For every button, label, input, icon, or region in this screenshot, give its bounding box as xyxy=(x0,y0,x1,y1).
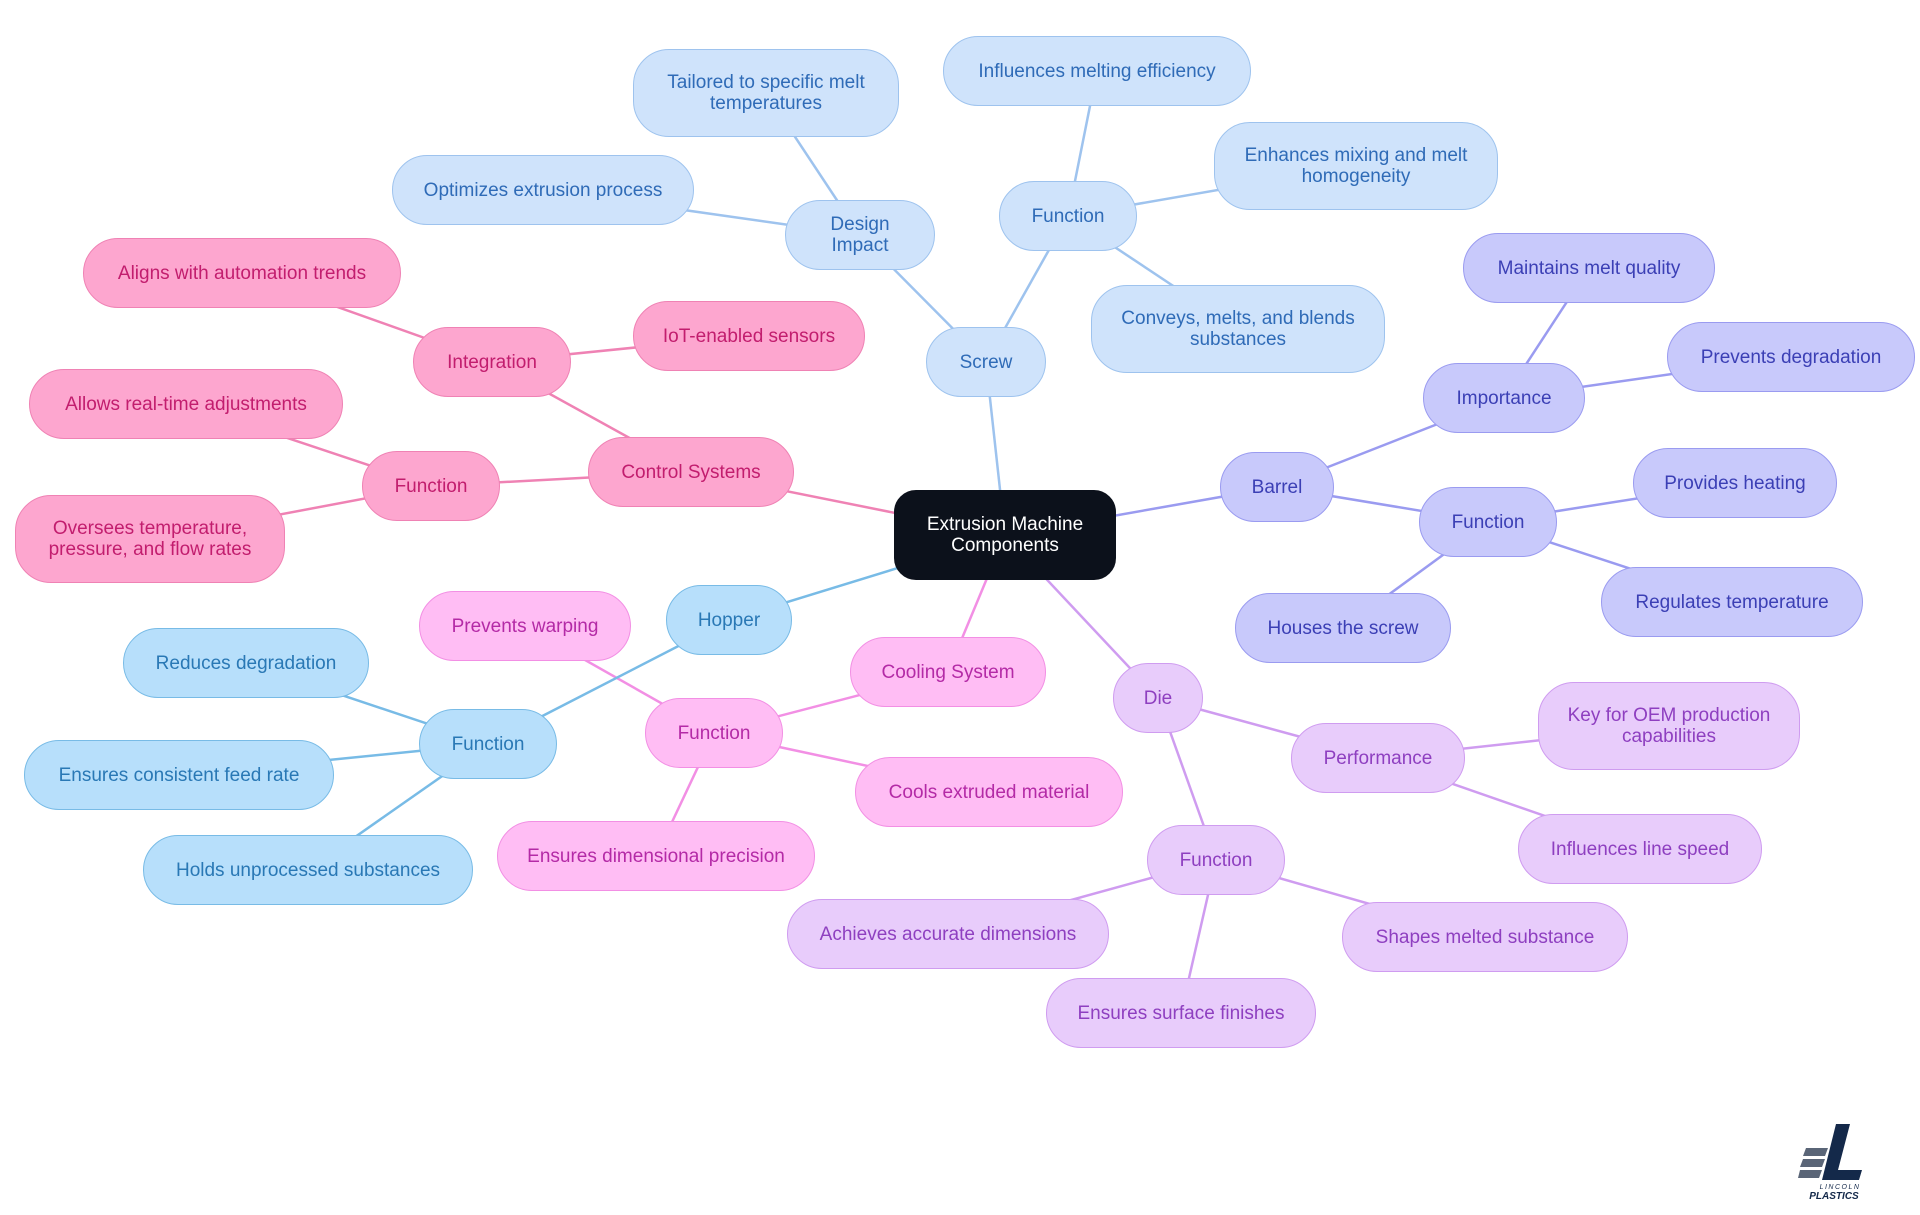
node-screw-optimizes: Optimizes extrusion process xyxy=(392,155,694,225)
node-hopper-reduces: Reduces degradation xyxy=(123,628,369,698)
logo-text-plastics: PLASTICS xyxy=(1809,1191,1859,1200)
node-screw-design: Design Impact xyxy=(785,200,935,270)
lincoln-plastics-logo: LINCOLN PLASTICS xyxy=(1798,1120,1874,1202)
node-control-function: Function xyxy=(362,451,500,521)
node-barrel-function: Function xyxy=(1419,487,1557,557)
node-screw-enhances: Enhances mixing and melt homogeneity xyxy=(1214,122,1498,210)
node-die-oem: Key for OEM production capabilities xyxy=(1538,682,1800,770)
node-hopper-feed: Ensures consistent feed rate xyxy=(24,740,334,810)
node-barrel-importance: Importance xyxy=(1423,363,1585,433)
node-barrel-houses: Houses the screw xyxy=(1235,593,1451,663)
node-control-oversees: Oversees temperature, pressure, and flow… xyxy=(15,495,285,583)
node-die: Die xyxy=(1113,663,1203,733)
node-control-integration: Integration xyxy=(413,327,571,397)
node-root: Extrusion Machine Components xyxy=(894,490,1116,580)
node-die-surface: Ensures surface finishes xyxy=(1046,978,1316,1048)
node-barrel-regulates: Regulates temperature xyxy=(1601,567,1863,637)
node-die-achieves: Achieves accurate dimensions xyxy=(787,899,1109,969)
node-die-function: Function xyxy=(1147,825,1285,895)
node-screw-influences: Influences melting efficiency xyxy=(943,36,1251,106)
node-control-realtime: Allows real-time adjustments xyxy=(29,369,343,439)
node-screw: Screw xyxy=(926,327,1046,397)
node-hopper: Hopper xyxy=(666,585,792,655)
node-cooling-precision: Ensures dimensional precision xyxy=(497,821,815,891)
node-die-performance: Performance xyxy=(1291,723,1465,793)
node-barrel: Barrel xyxy=(1220,452,1334,522)
node-control-iot: IoT-enabled sensors xyxy=(633,301,865,371)
node-barrel-prevents: Prevents degradation xyxy=(1667,322,1915,392)
node-barrel-heating: Provides heating xyxy=(1633,448,1837,518)
node-die-linespeed: Influences line speed xyxy=(1518,814,1762,884)
node-screw-tailored: Tailored to specific melt temperatures xyxy=(633,49,899,137)
logo-mark-icon: LINCOLN PLASTICS xyxy=(1798,1124,1862,1202)
node-screw-conveys: Conveys, melts, and blends substances xyxy=(1091,285,1385,373)
node-barrel-maintains: Maintains melt quality xyxy=(1463,233,1715,303)
logo-text-lincoln: LINCOLN xyxy=(1820,1184,1861,1191)
node-cooling: Cooling System xyxy=(850,637,1046,707)
node-cooling-function: Function xyxy=(645,698,783,768)
node-cooling-warping: Prevents warping xyxy=(419,591,631,661)
node-cooling-cools: Cools extruded material xyxy=(855,757,1123,827)
node-hopper-function: Function xyxy=(419,709,557,779)
node-hopper-holds: Holds unprocessed substances xyxy=(143,835,473,905)
node-die-shapes: Shapes melted substance xyxy=(1342,902,1628,972)
node-control-aligns: Aligns with automation trends xyxy=(83,238,401,308)
node-control: Control Systems xyxy=(588,437,794,507)
node-screw-function: Function xyxy=(999,181,1137,251)
